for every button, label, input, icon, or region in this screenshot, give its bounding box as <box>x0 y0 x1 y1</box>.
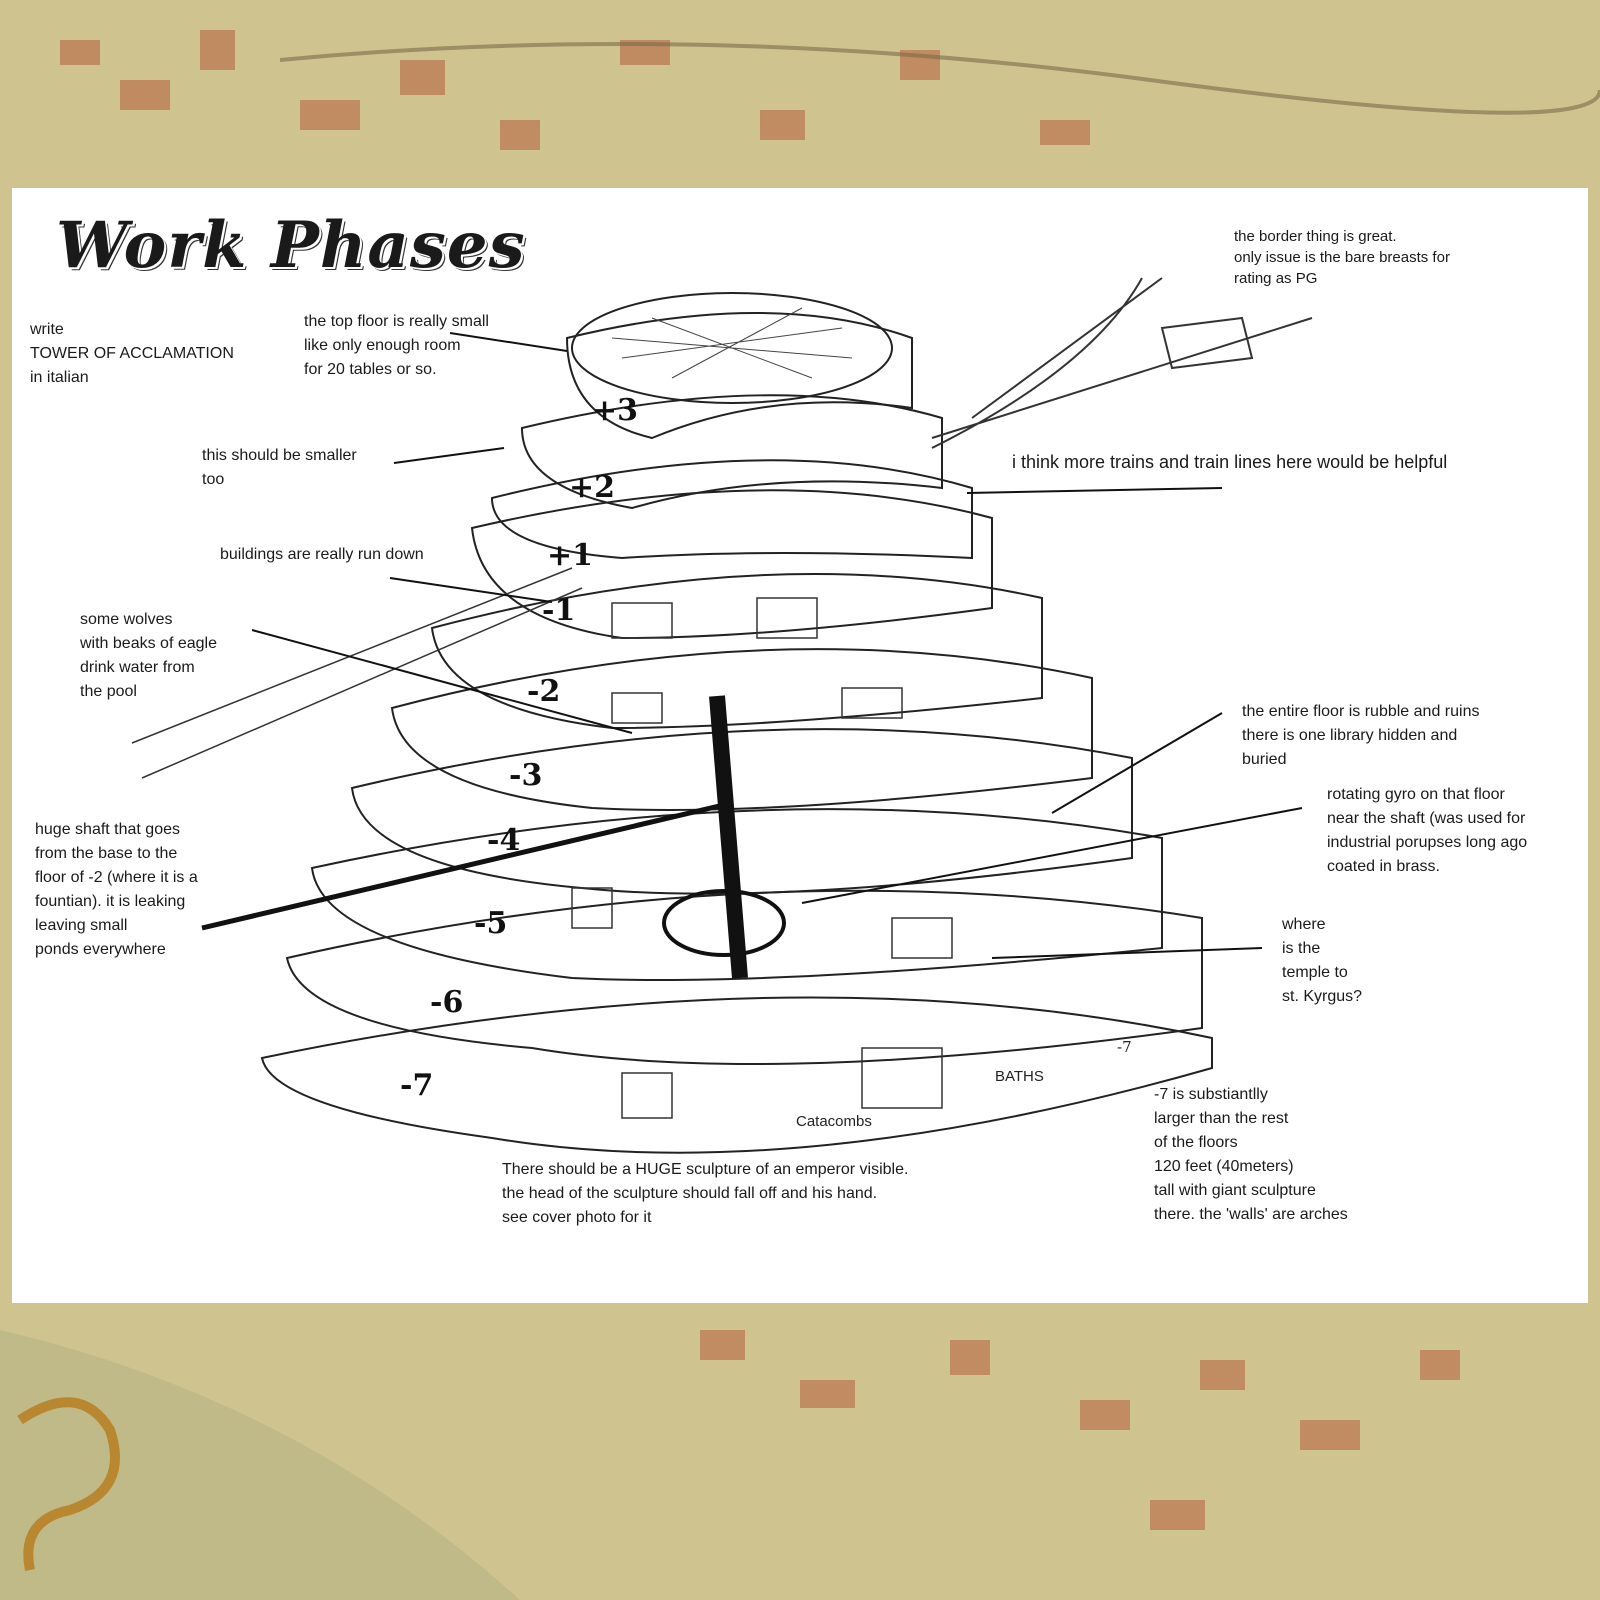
note-rubble: the entire floor is rubble and ruins the… <box>1242 703 1480 768</box>
page-title: Work Phases <box>56 208 526 283</box>
tier-minus6 <box>285 889 1203 1065</box>
map-ornament <box>17 1397 120 1571</box>
note-run-down: buildings are really run down <box>220 546 424 563</box>
tier-plus2 <box>520 394 943 510</box>
map-town-top <box>60 30 1090 150</box>
tier-plus1 <box>490 459 973 560</box>
label-baths: BATHS <box>995 1068 1044 1085</box>
tier-minus2 <box>430 573 1043 730</box>
floor-label-plus1: +1 <box>547 538 594 573</box>
floor-label-plus2: +2 <box>569 470 616 505</box>
label-minus7-right: -7 <box>1117 1038 1132 1056</box>
map-sea <box>0 1330 520 1600</box>
tier-minus3 <box>390 648 1093 811</box>
floor-label-minus2: -2 <box>527 674 561 709</box>
tier-minus7 <box>260 996 1213 1154</box>
central-shaft <box>709 695 748 979</box>
ruins-sketch <box>571 597 953 1119</box>
note-minus7: -7 is substiantlly larger than the rest … <box>1154 1086 1348 1223</box>
floor-label-minus4: -4 <box>487 823 521 858</box>
note-wolves: some wolves with beaks of eagle drink wa… <box>80 611 217 700</box>
note-temple: where is the temple to st. Kyrgus? <box>1282 916 1363 1005</box>
map-town-bottom <box>700 1330 1460 1530</box>
floor-label-minus1: -1 <box>542 593 576 628</box>
sketch-sheet: Work Phases write TOWER OF ACCLAMATION i… <box>12 188 1588 1303</box>
train-lines <box>931 277 1313 449</box>
floor-label-minus7: -7 <box>400 1068 434 1103</box>
dome-hatching <box>611 307 853 379</box>
note-trains: i think more trains and train lines here… <box>1012 452 1448 472</box>
tier-plus3 <box>565 312 913 440</box>
floor-label-minus6: -6 <box>430 985 464 1020</box>
train-car <box>1160 316 1254 370</box>
note-gyro: rotating gyro on that floor near the sha… <box>1327 786 1528 875</box>
floor-label-minus3: -3 <box>509 758 543 793</box>
label-catacombs: Catacombs <box>796 1113 872 1130</box>
note-smaller: this should be smaller too <box>202 447 357 488</box>
tier-minus4 <box>350 728 1133 895</box>
tower-sketch <box>131 277 1313 1154</box>
wire-left <box>131 567 583 779</box>
note-shaft: huge shaft that goes from the base to th… <box>35 821 198 958</box>
note-border: the border thing is great. only issue is… <box>1234 228 1450 287</box>
note-sculpture: There should be a HUGE sculpture of an e… <box>502 1161 909 1226</box>
leader-lines <box>201 332 1303 959</box>
floor-label-plus3: +3 <box>592 393 639 428</box>
tier-minus1 <box>470 489 993 640</box>
floor-label-minus5: -5 <box>474 906 508 941</box>
note-top-floor: the top floor is really small like only … <box>304 313 489 378</box>
note-write-tower-name: write TOWER OF ACCLAMATION in italian <box>30 321 234 386</box>
gyro-circle <box>662 889 786 957</box>
map-wall-top <box>279 42 1600 115</box>
top-dome <box>571 292 893 404</box>
